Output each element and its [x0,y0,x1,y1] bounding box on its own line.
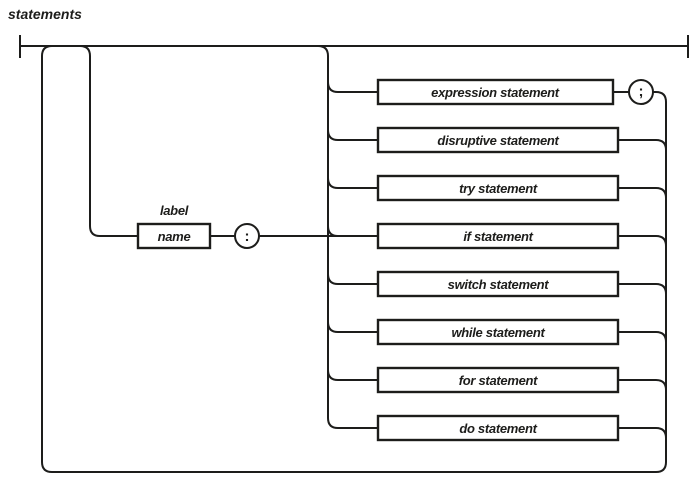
nonterminal-label: disruptive statement [437,133,559,148]
alternatives-bus-rail [317,45,329,418]
row-merge-rail [618,235,667,247]
name-box-label: name [158,229,191,244]
row-branch-rail [327,81,378,93]
nonterminal-label: while statement [451,325,545,340]
name-box [136,222,212,250]
alternative-row-while-statement: while statement [327,318,667,346]
nonterminal-label: do statement [459,421,537,436]
nonterminal-label: if statement [463,229,533,244]
nonterminal-box [376,318,620,346]
loop-back-rail [41,45,667,473]
alternative-row-if-statement: if statement [327,222,667,250]
nonterminal-label: switch statement [448,277,550,292]
semicolon-label: ; [639,83,644,100]
alternative-row-expression-statement: expression statement ; [327,78,667,106]
row-branch-rail [327,177,378,189]
row-branch-rail [327,369,378,381]
nonterminal-label: expression statement [431,85,560,100]
alternative-row-switch-statement: switch statement [327,270,667,298]
row-merge-rail [653,91,667,103]
label-annotation: label [160,203,189,218]
row-branch-rail [327,417,378,429]
row-merge-rail [618,283,667,295]
alternative-row-disruptive-statement: disruptive statement [327,126,667,154]
row-merge-rail [618,139,667,151]
nonterminal-box [376,78,615,106]
row-merge-rail [618,187,667,199]
nonterminal-box [376,222,620,250]
top-rail-group [19,35,689,58]
colon-label: : [245,228,250,245]
nonterminal-label: try statement [459,181,538,196]
nonterminal-box [376,174,620,202]
label-branch-rail [79,45,138,237]
alternative-row-for-statement: for statement [327,366,667,394]
row-merge-rail [618,427,667,439]
row-branch-rail [327,225,378,237]
nonterminal-label: for statement [459,373,538,388]
row-merge-rail [618,331,667,343]
diagram-title: statements [8,6,82,22]
row-branch-rail [327,321,378,333]
row-branch-rail [327,273,378,285]
label-branch: label name : [79,45,378,250]
alternative-row-try-statement: try statement [327,174,667,202]
alternative-row-do-statement: do statement [327,414,667,442]
row-branch-rail [327,129,378,141]
nonterminal-box [376,414,620,442]
row-merge-rail [618,379,667,391]
